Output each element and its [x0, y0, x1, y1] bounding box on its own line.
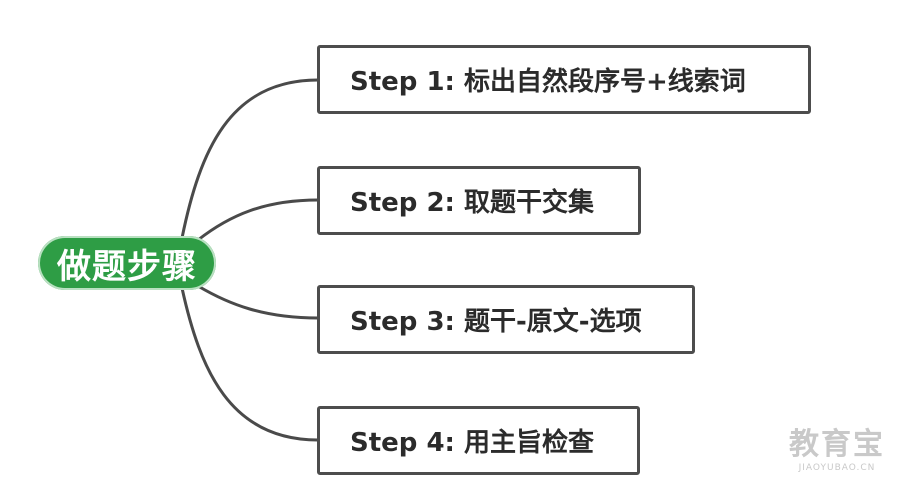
step-node-1: Step 1: 标出自然段序号+线索词	[317, 45, 811, 114]
watermark-sub-text: JIAOYUBAO.CN	[798, 463, 876, 473]
connector-step-1	[180, 78, 319, 239]
step-node-2: Step 2: 取题干交集	[317, 166, 641, 235]
connector-step-2	[197, 198, 319, 242]
watermark-main-text: 教育宝	[789, 427, 885, 462]
step-label-3: Step 3: 题干-原文-选项	[350, 307, 642, 337]
connector-step-4	[180, 287, 319, 442]
root-topic-label: 做题步骤	[57, 246, 197, 287]
watermark-logo: 教育宝 JIAOYUBAO.CN	[777, 428, 897, 474]
step-label-4: Step 4: 用主旨检查	[350, 428, 594, 458]
step-node-4: Step 4: 用主旨检查	[317, 406, 640, 475]
step-label-1: Step 1: 标出自然段序号+线索词	[350, 67, 746, 97]
step-label-2: Step 2: 取题干交集	[350, 188, 594, 218]
step-node-3: Step 3: 题干-原文-选项	[317, 285, 695, 354]
connector-step-3	[197, 284, 319, 320]
root-topic: 做题步骤	[38, 236, 216, 290]
